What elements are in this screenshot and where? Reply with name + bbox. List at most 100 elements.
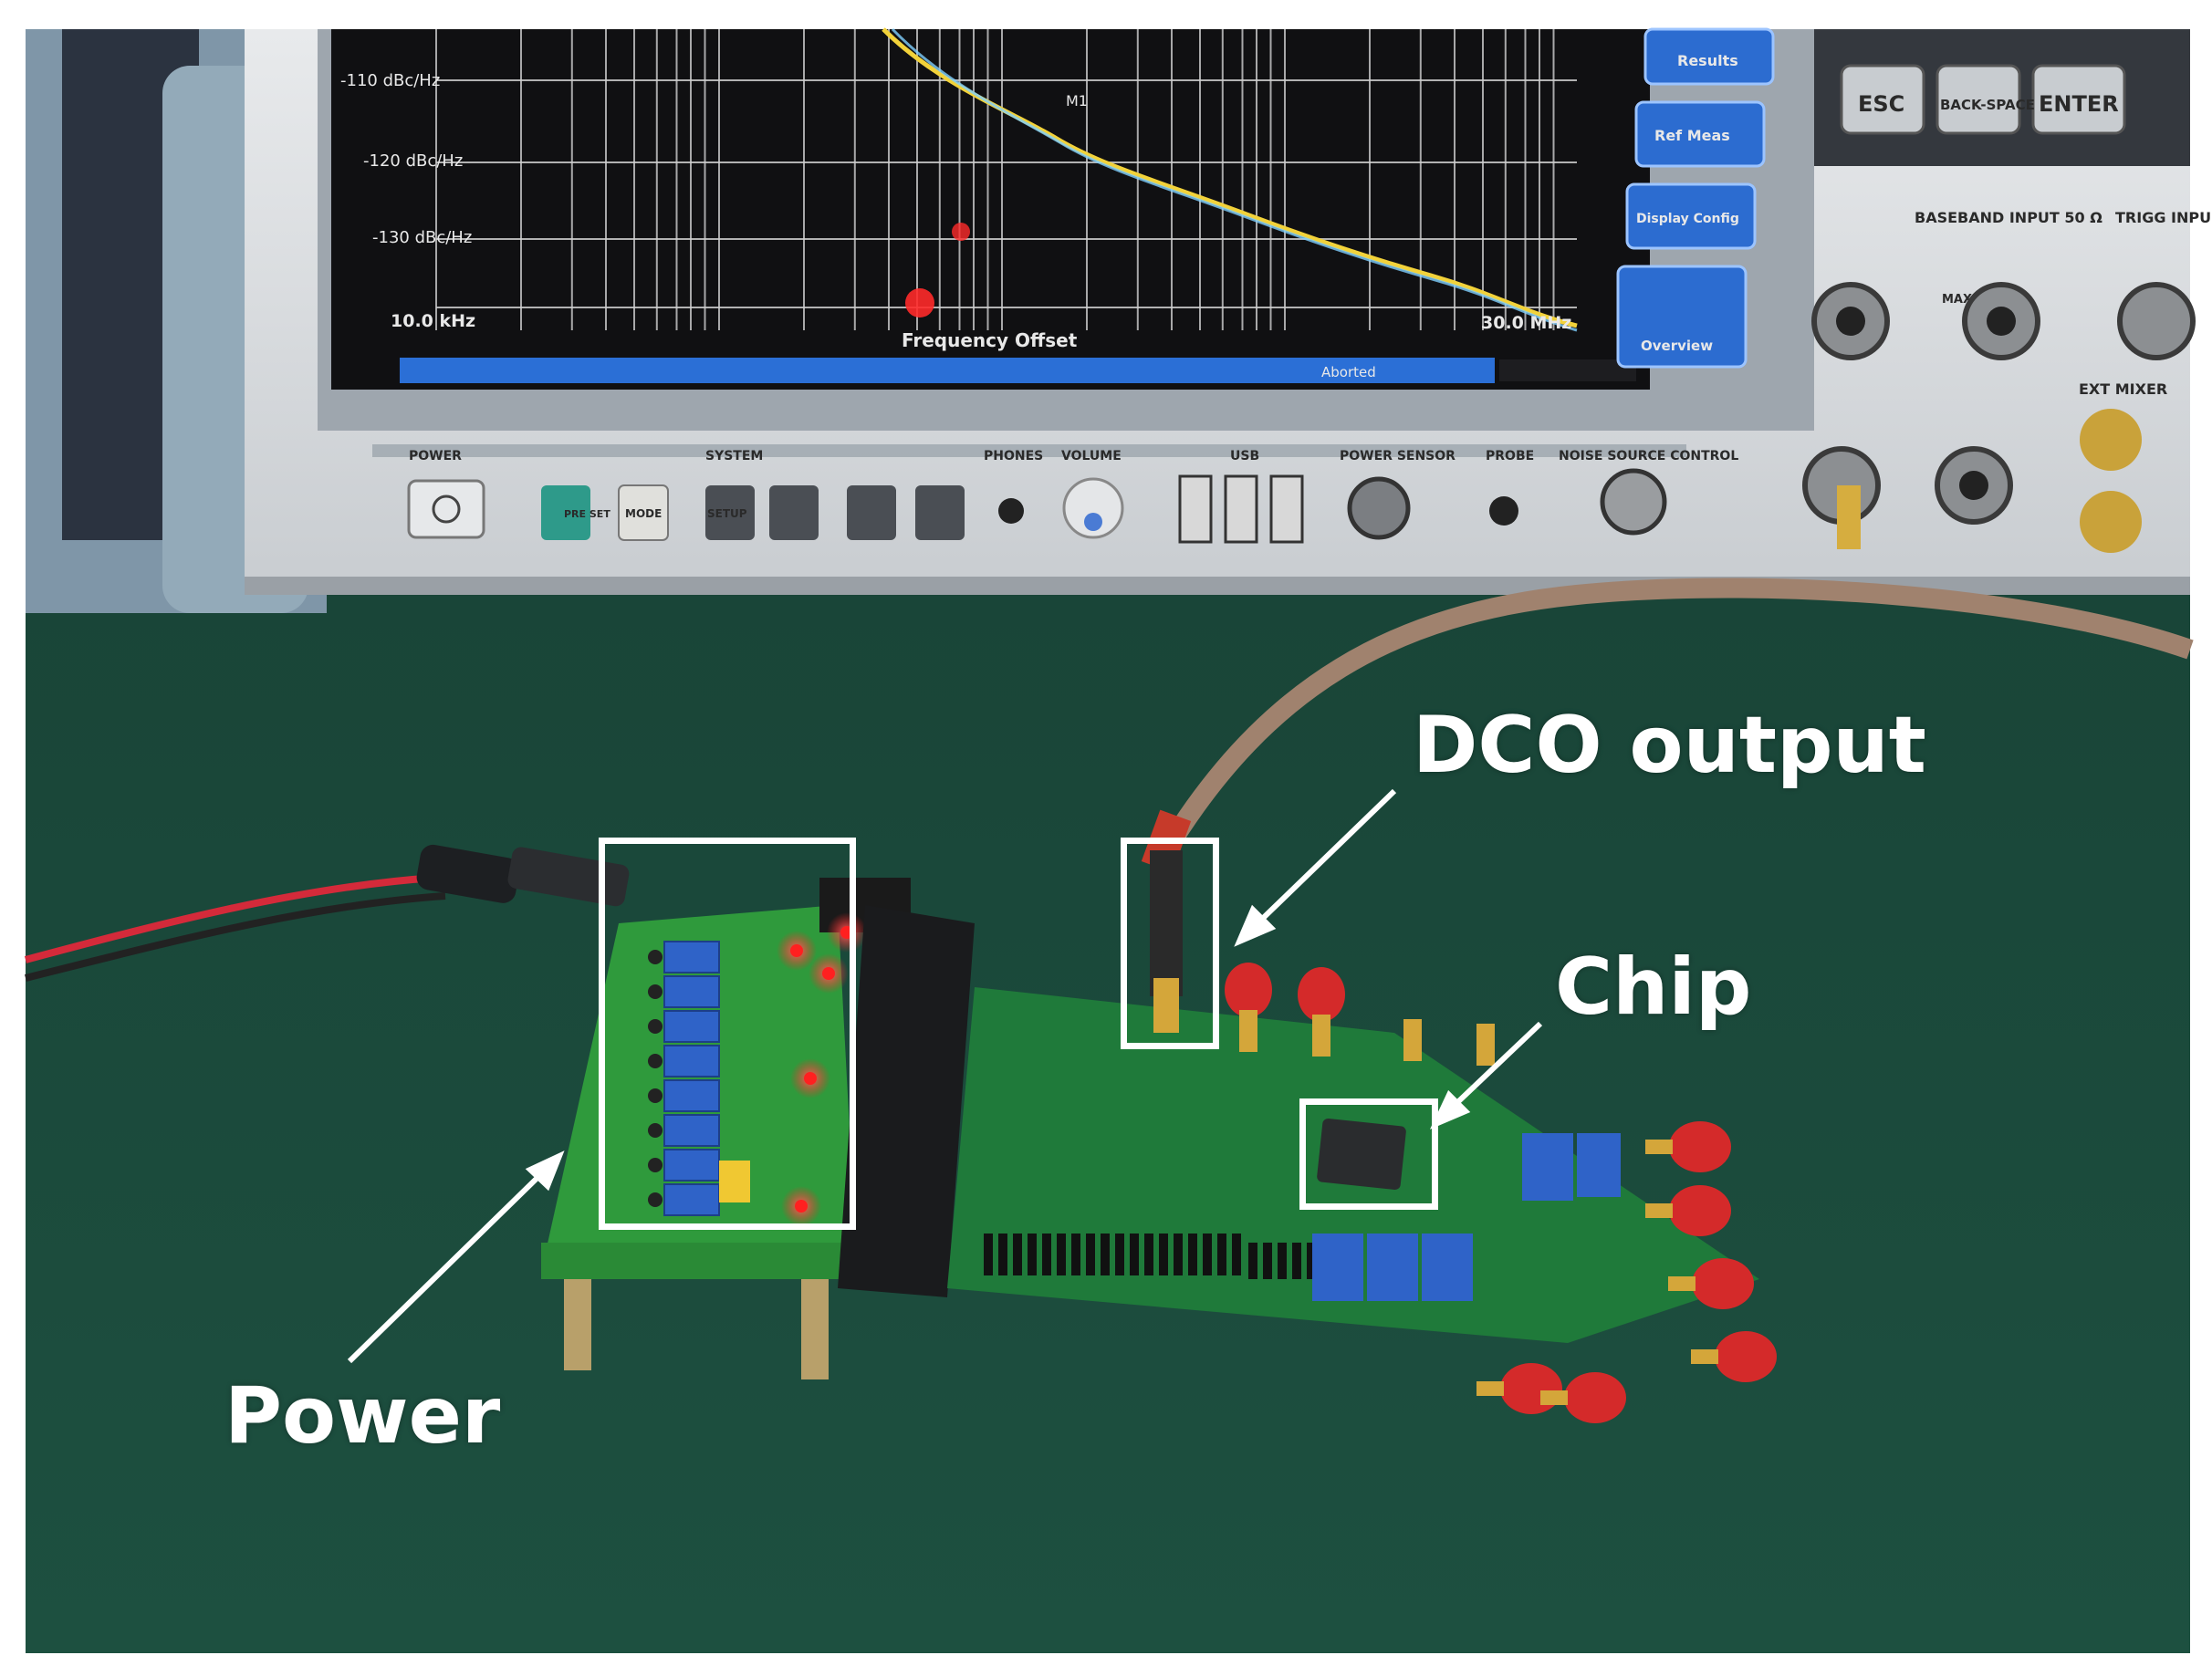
pot <box>663 975 720 1008</box>
sma-body <box>1645 1140 1673 1154</box>
led <box>795 1200 808 1213</box>
softkey-column <box>1616 27 1775 369</box>
header-pin <box>1144 1234 1153 1275</box>
pot <box>663 941 720 973</box>
dco-highlight-box <box>1121 838 1219 1049</box>
sma-cap <box>1692 1258 1754 1309</box>
header-pin <box>1071 1234 1080 1275</box>
pot <box>663 1045 720 1077</box>
led <box>822 967 835 980</box>
transistor <box>648 950 663 964</box>
chip-highlight-box <box>1299 1098 1438 1210</box>
pot <box>663 1149 720 1182</box>
header-pin <box>1248 1243 1257 1279</box>
x-start-label: 10.0 kHz <box>391 311 475 331</box>
label-phones: PHONES <box>984 449 1043 463</box>
sma-body <box>1645 1203 1673 1218</box>
y-label-110: -110 dBc/Hz <box>340 71 440 90</box>
potentiometer-stack <box>648 941 720 1216</box>
power-highlight-box <box>599 838 856 1230</box>
sma-cap <box>1669 1185 1731 1236</box>
enter-key: ENTER <box>2039 91 2119 117</box>
pot <box>663 1010 720 1043</box>
header-pin <box>1086 1234 1095 1275</box>
sma-body <box>1540 1390 1568 1405</box>
header-pin <box>1115 1234 1124 1275</box>
sma-cap <box>1225 963 1272 1017</box>
red-caps <box>1476 1121 1777 1423</box>
pot <box>663 1079 720 1112</box>
sma-cap <box>1715 1331 1777 1382</box>
panel-labels: POWER SYSTEM PHONES VOLUME USB POWER SEN… <box>409 449 1738 463</box>
dco-output-label: DCO output <box>1413 700 1926 791</box>
x-axis-label: Frequency Offset <box>902 329 1078 351</box>
status-text: Aborted <box>1321 364 1376 380</box>
transistor <box>648 1158 663 1172</box>
header-pin <box>1307 1243 1316 1279</box>
sma-body <box>1691 1349 1718 1364</box>
header-pin <box>1028 1234 1037 1275</box>
ext-mixer-label: EXT MIXER <box>2079 380 2167 398</box>
esc-key: ESC <box>1858 91 1904 117</box>
led <box>790 944 803 957</box>
baseband-label: BASEBAND INPUT 50 Ω <box>1915 209 2102 226</box>
power-cable-red <box>24 874 437 963</box>
softkey-ref-meas: Ref Meas <box>1654 127 1730 144</box>
lab-scene: -110 dBc/Hz -120 dBc/Hz -130 dBc/Hz 10.0… <box>24 27 2211 1653</box>
pot <box>663 1114 720 1147</box>
lab-photo: -110 dBc/Hz -120 dBc/Hz -130 dBc/Hz 10.0… <box>24 27 2211 1653</box>
header-pin <box>984 1234 993 1275</box>
setup-button-label: SETUP <box>707 507 747 520</box>
standoff-left <box>564 1279 591 1370</box>
sma-body <box>1239 1010 1257 1052</box>
label-system: SYSTEM <box>705 449 763 463</box>
backspace-key: BACK-SPACE <box>1940 97 2035 113</box>
header-pin <box>1263 1243 1272 1279</box>
preset-button-label: PRE SET <box>564 508 610 520</box>
header-pin <box>1057 1234 1066 1275</box>
plot-grid <box>436 79 1577 308</box>
label-power-sensor: POWER SENSOR <box>1340 449 1456 463</box>
annotation-arrows <box>347 788 1543 1364</box>
sma-connectors <box>1225 963 1495 1066</box>
transistor <box>648 1088 663 1103</box>
led <box>804 1072 817 1085</box>
sma-cap <box>1298 967 1345 1022</box>
sma-cap <box>1669 1121 1731 1172</box>
dco-sma-connector <box>1153 978 1179 1033</box>
trim-pots <box>1312 1133 1621 1301</box>
chip-label: Chip <box>1555 942 1752 1033</box>
header-pin <box>1203 1234 1212 1275</box>
label-probe: PROBE <box>1486 449 1534 463</box>
sma-body <box>1403 1019 1422 1061</box>
y-label-120: -120 dBc/Hz <box>363 151 463 171</box>
header-pin <box>1130 1234 1139 1275</box>
analyzer-screen <box>331 29 1650 390</box>
header-pin <box>1232 1234 1241 1275</box>
dco-chip <box>1317 1118 1406 1191</box>
transistor <box>648 1123 663 1138</box>
label-volume: VOLUME <box>1061 449 1122 463</box>
y-label-130: -130 dBc/Hz <box>372 228 472 247</box>
sma-cap <box>1500 1363 1562 1414</box>
header-pin <box>1174 1234 1183 1275</box>
label-noise-source: NOISE SOURCE CONTROL <box>1559 449 1738 463</box>
softkey-display-config: Display Config <box>1636 212 1739 226</box>
sma-body <box>1668 1276 1696 1291</box>
x-end-label: 30.0 MHz <box>1481 313 1571 333</box>
pin-headers <box>984 1234 1330 1279</box>
power-board <box>546 905 856 1252</box>
yellow-jumper <box>719 1161 750 1202</box>
transistor <box>648 1054 663 1068</box>
header-pin <box>1159 1234 1168 1275</box>
transistor <box>648 1019 663 1034</box>
power-cable-black <box>25 892 446 982</box>
header-pin <box>1292 1243 1301 1279</box>
softkey-overview: Overview <box>1641 338 1713 354</box>
header-pin <box>1217 1234 1226 1275</box>
rf-cable <box>1157 578 2194 856</box>
header-pin <box>1101 1234 1110 1275</box>
sma-body <box>1312 1015 1330 1057</box>
header-pin <box>1042 1234 1051 1275</box>
label-usb: USB <box>1230 449 1259 463</box>
